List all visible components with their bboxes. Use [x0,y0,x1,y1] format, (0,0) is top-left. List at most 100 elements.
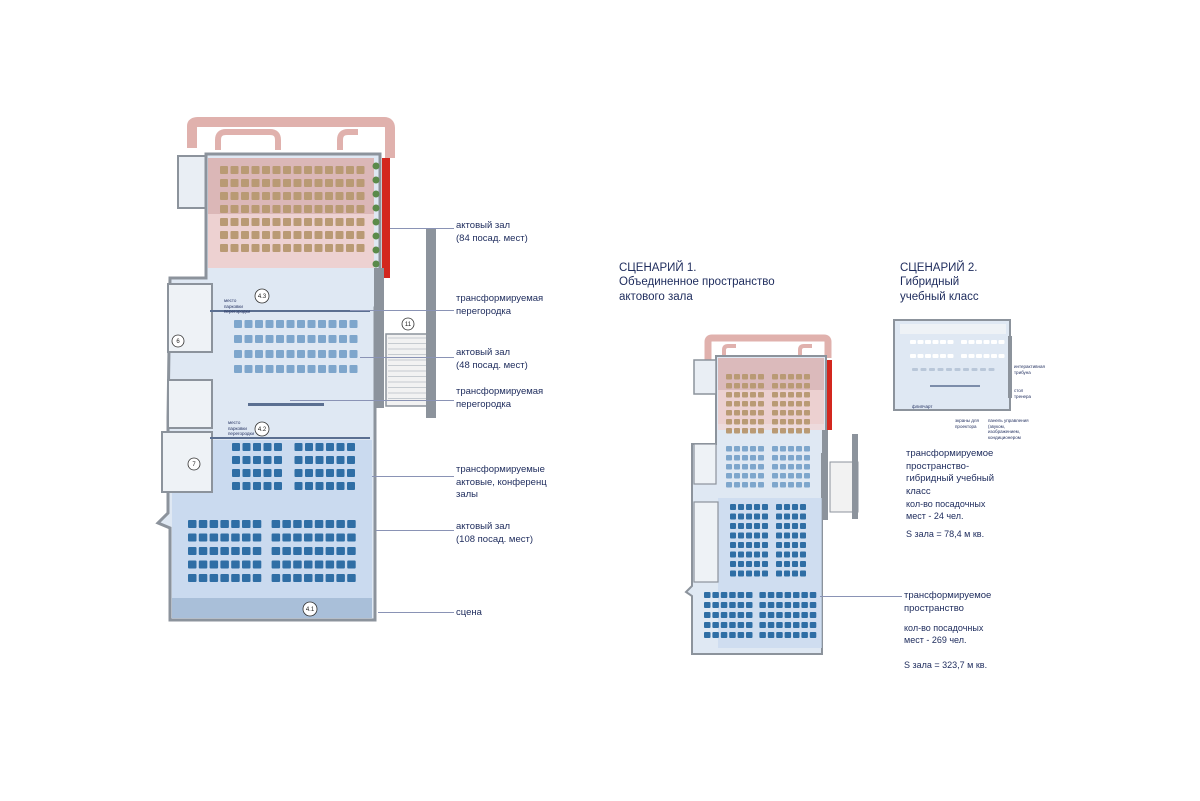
label-hall-84: актовый зал (84 посад. мест) [456,220,528,244]
seat-light-blue [255,365,263,373]
seat-light-blue [318,365,326,373]
seat-light-blue [339,365,347,373]
seat-brown [750,374,756,380]
seat-blue [784,561,790,567]
seat-brown [283,166,291,174]
desk [940,340,946,344]
seat-blue [746,612,753,618]
seat-light-blue [265,365,274,373]
seat-blue [730,523,736,529]
seat-brown [726,374,732,380]
seat-brown [796,374,802,380]
seat-blue [326,469,334,477]
seat-light-blue [244,350,253,358]
seat-light-blue [297,365,305,373]
seat-light-blue [307,320,316,328]
desk [925,340,931,344]
desk [963,368,969,371]
seat-blue [762,532,768,539]
seat-blue [720,622,728,628]
label-partition-1: трансформируемая перегородка [456,293,544,317]
seat-blue [336,443,345,451]
seat-blue [209,560,219,569]
seat-blue [792,513,798,520]
seat-blue [746,513,752,520]
parking-note-upper: место парковки перегородки [224,298,251,314]
seat-blue [274,469,282,477]
seat-blue [793,632,800,638]
seat-brown [241,218,249,226]
seat-brown [304,218,312,226]
seat-blue [801,592,808,598]
seat-light-blue [234,365,242,373]
seat-light-blue [758,455,764,461]
seat-blue [253,456,261,464]
seat-blue [232,443,240,451]
seat-brown [758,374,764,380]
seat-blue [712,622,719,628]
seat-light-blue [339,320,347,328]
seat-light-blue [804,455,810,461]
seat-blue [738,513,744,520]
seat-brown [230,179,239,187]
seat-blue [784,622,792,628]
seat-blue [271,560,281,569]
seat-blue [315,482,324,490]
seat-blue [754,504,760,510]
seat-blue [762,513,768,520]
seat-blue [759,632,766,638]
seat-light-blue [804,482,810,488]
seat-light-blue [788,482,794,488]
seat-brown [293,218,302,226]
seat-blue [282,520,291,528]
seat-brown [742,419,748,425]
scenario-2-heading: СЦЕНАРИЙ 2. Гибридный учебный класс [900,246,979,319]
seat-light-blue [276,350,284,358]
seat-light-blue [780,482,786,488]
seat-light-blue [758,473,764,479]
seat-brown [293,192,302,200]
seat-brown [262,231,270,239]
seat-light-blue [244,365,253,373]
seat-light-blue [772,464,778,470]
seat-light-blue [780,446,786,452]
seat-blue [232,456,240,464]
seat-brown [780,392,786,398]
seat-blue [242,520,251,528]
seat-brown [758,428,764,434]
seat-blue [776,504,782,510]
desk [961,340,967,344]
seat-brown [780,383,786,389]
seat-brown [734,374,740,380]
seat-brown [220,244,228,252]
seat-blue [304,560,313,569]
seat-blue [242,482,251,490]
seat-brown [726,401,732,407]
seat-light-blue [328,335,337,343]
seat-blue [737,602,745,608]
seat-brown [788,383,794,389]
seat-blue [767,592,775,598]
seat-blue [304,547,313,555]
seat-blue [746,523,752,529]
seat-brown [283,244,291,252]
seat-blue [336,456,345,464]
seat-light-blue [772,455,778,461]
seat-brown [262,192,270,200]
desk [940,354,946,358]
seat-blue [809,612,817,618]
seat-brown [251,205,260,213]
seat-blue [730,551,736,558]
seat-blue [792,561,798,567]
seat-brown [335,192,344,200]
seat-blue [209,574,219,582]
seat-brown [314,166,323,174]
seat-blue [754,513,760,520]
seat-blue [738,504,744,510]
seat-blue [800,561,806,567]
seat-blue [325,520,335,528]
seat-blue [776,622,783,628]
seat-blue [729,612,736,618]
seat-brown [314,231,323,239]
seat-blue [294,482,303,490]
